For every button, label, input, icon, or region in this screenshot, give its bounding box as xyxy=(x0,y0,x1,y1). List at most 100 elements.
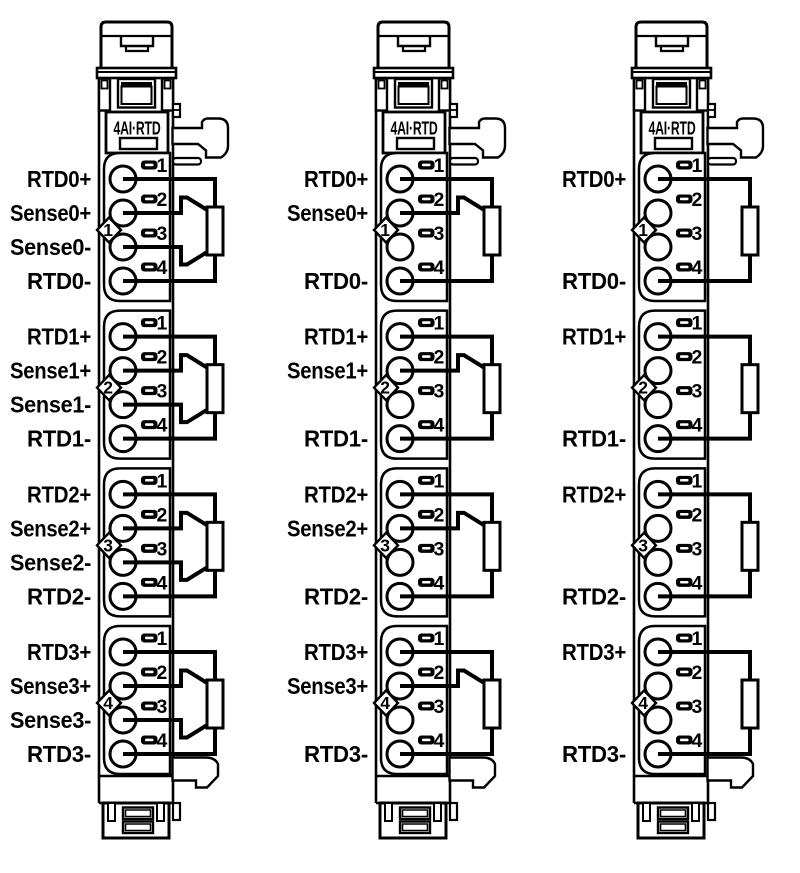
status-led-slit xyxy=(680,389,689,392)
status-led-slit xyxy=(680,163,689,167)
right-rail xyxy=(160,77,175,112)
status-led-slit xyxy=(680,512,689,516)
terminal-screw-circle xyxy=(385,705,415,735)
terminal-number: 2 xyxy=(691,189,702,211)
status-led-slit xyxy=(680,670,689,674)
block-marker-number: 3 xyxy=(638,535,648,555)
terminal-number: 1 xyxy=(433,628,444,650)
rtd-resistor-symbol xyxy=(205,678,225,730)
foot-slot xyxy=(656,820,690,835)
terminal-number: 2 xyxy=(691,347,702,369)
sensor-wire xyxy=(123,245,210,267)
foot-left-tab xyxy=(384,802,393,822)
block-marker-number: 4 xyxy=(103,693,113,713)
terminal-label: RTD1- xyxy=(304,426,368,452)
terminal-label: Sense3- xyxy=(10,707,91,733)
sensor-wire xyxy=(123,492,217,523)
foot-slot-inner xyxy=(659,809,687,818)
terminal-number: 1 xyxy=(691,628,702,650)
terminal-number: 1 xyxy=(433,313,444,335)
status-led-slit xyxy=(145,738,154,742)
block-marker-number: 4 xyxy=(638,693,648,713)
terminal-number: 3 xyxy=(156,538,167,560)
status-led-slit xyxy=(145,478,154,482)
terminal-label: RTD0+ xyxy=(562,166,626,192)
block-marker-diamond xyxy=(95,688,123,718)
status-led-slit xyxy=(422,321,431,324)
block-marker-number: 2 xyxy=(638,378,648,398)
terminal-label: RTD3+ xyxy=(304,639,368,665)
sensor-wire xyxy=(400,492,494,523)
terminal-label: RTD1+ xyxy=(304,324,368,350)
terminal-label: RTD3- xyxy=(562,741,626,767)
sensor-wire xyxy=(658,728,752,757)
terminal-number: 3 xyxy=(433,538,444,560)
status-led-slit xyxy=(422,389,431,392)
sensor-wire xyxy=(123,650,217,681)
block-marker-diamond xyxy=(630,688,658,718)
block-marker-diamond xyxy=(372,531,400,560)
terminal-number: 4 xyxy=(433,415,444,437)
sensor-wire xyxy=(123,255,217,283)
power-jumper-hook-icon xyxy=(706,117,765,159)
terminal-label: RTD0- xyxy=(27,268,91,294)
bus-latch-window xyxy=(397,85,430,105)
terminal-label: Sense2+ xyxy=(287,515,368,541)
status-led-slit xyxy=(422,265,431,269)
terminal-screw-circle xyxy=(643,705,673,735)
terminal-label: RTD3- xyxy=(304,741,368,767)
terminal-label: RTD0- xyxy=(304,268,368,294)
sensor-wire xyxy=(400,668,487,689)
terminal-number: 1 xyxy=(156,470,167,492)
status-led-slit xyxy=(145,704,154,708)
terminal-label: Sense0+ xyxy=(287,200,368,226)
terminal-label: RTD1- xyxy=(27,426,91,452)
sensor-wire xyxy=(123,195,210,215)
foot-slot-inner xyxy=(401,823,429,832)
terminal-screw-circle xyxy=(643,513,673,543)
right-rail-notch xyxy=(163,79,172,90)
left-rail xyxy=(374,77,389,112)
rtd-resistor-symbol xyxy=(205,205,225,257)
left-rail xyxy=(632,77,647,112)
terminal-screw-circle xyxy=(643,390,673,420)
terminal-screw-circle xyxy=(385,390,415,420)
status-led-slit xyxy=(680,321,689,324)
status-led-slit xyxy=(680,704,689,708)
status-led-slit xyxy=(145,423,154,426)
terminal-label: Sense3+ xyxy=(10,673,91,699)
foot-left-tab xyxy=(107,802,116,822)
sensor-wire xyxy=(123,668,210,689)
sensor-wire xyxy=(400,353,487,373)
block-marker-diamond xyxy=(372,373,400,402)
rtd-resistor-symbol xyxy=(740,205,760,257)
latch-handle-icon xyxy=(119,36,155,48)
latch-handle-lip xyxy=(124,46,150,53)
block-marker-diamond xyxy=(630,531,658,560)
rtd-resistor-symbol xyxy=(740,678,760,730)
terminal-label: RTD0- xyxy=(562,268,626,294)
foot-slot-inner xyxy=(124,823,152,832)
terminal-number: 1 xyxy=(156,628,167,650)
status-led-slit xyxy=(680,546,689,550)
status-led-slit xyxy=(422,423,431,426)
terminal-number: 3 xyxy=(156,696,167,718)
status-led-slit xyxy=(145,512,154,516)
sensor-wire xyxy=(400,728,494,757)
terminal-label: Sense0- xyxy=(10,234,91,260)
terminal-number: 3 xyxy=(156,381,167,403)
terminal-label: RTD2- xyxy=(27,583,91,609)
block-marker-diamond xyxy=(95,215,123,245)
module-label: 4AI·RTD xyxy=(391,118,438,139)
right-rail xyxy=(437,77,452,112)
status-led-slit xyxy=(145,321,154,324)
status-led-slit xyxy=(680,636,689,640)
status-led-slit xyxy=(145,389,154,392)
foot-slot xyxy=(656,806,690,821)
right-rail-notch xyxy=(698,79,707,90)
status-led-slit xyxy=(680,197,689,201)
terminal-number: 2 xyxy=(433,189,444,211)
